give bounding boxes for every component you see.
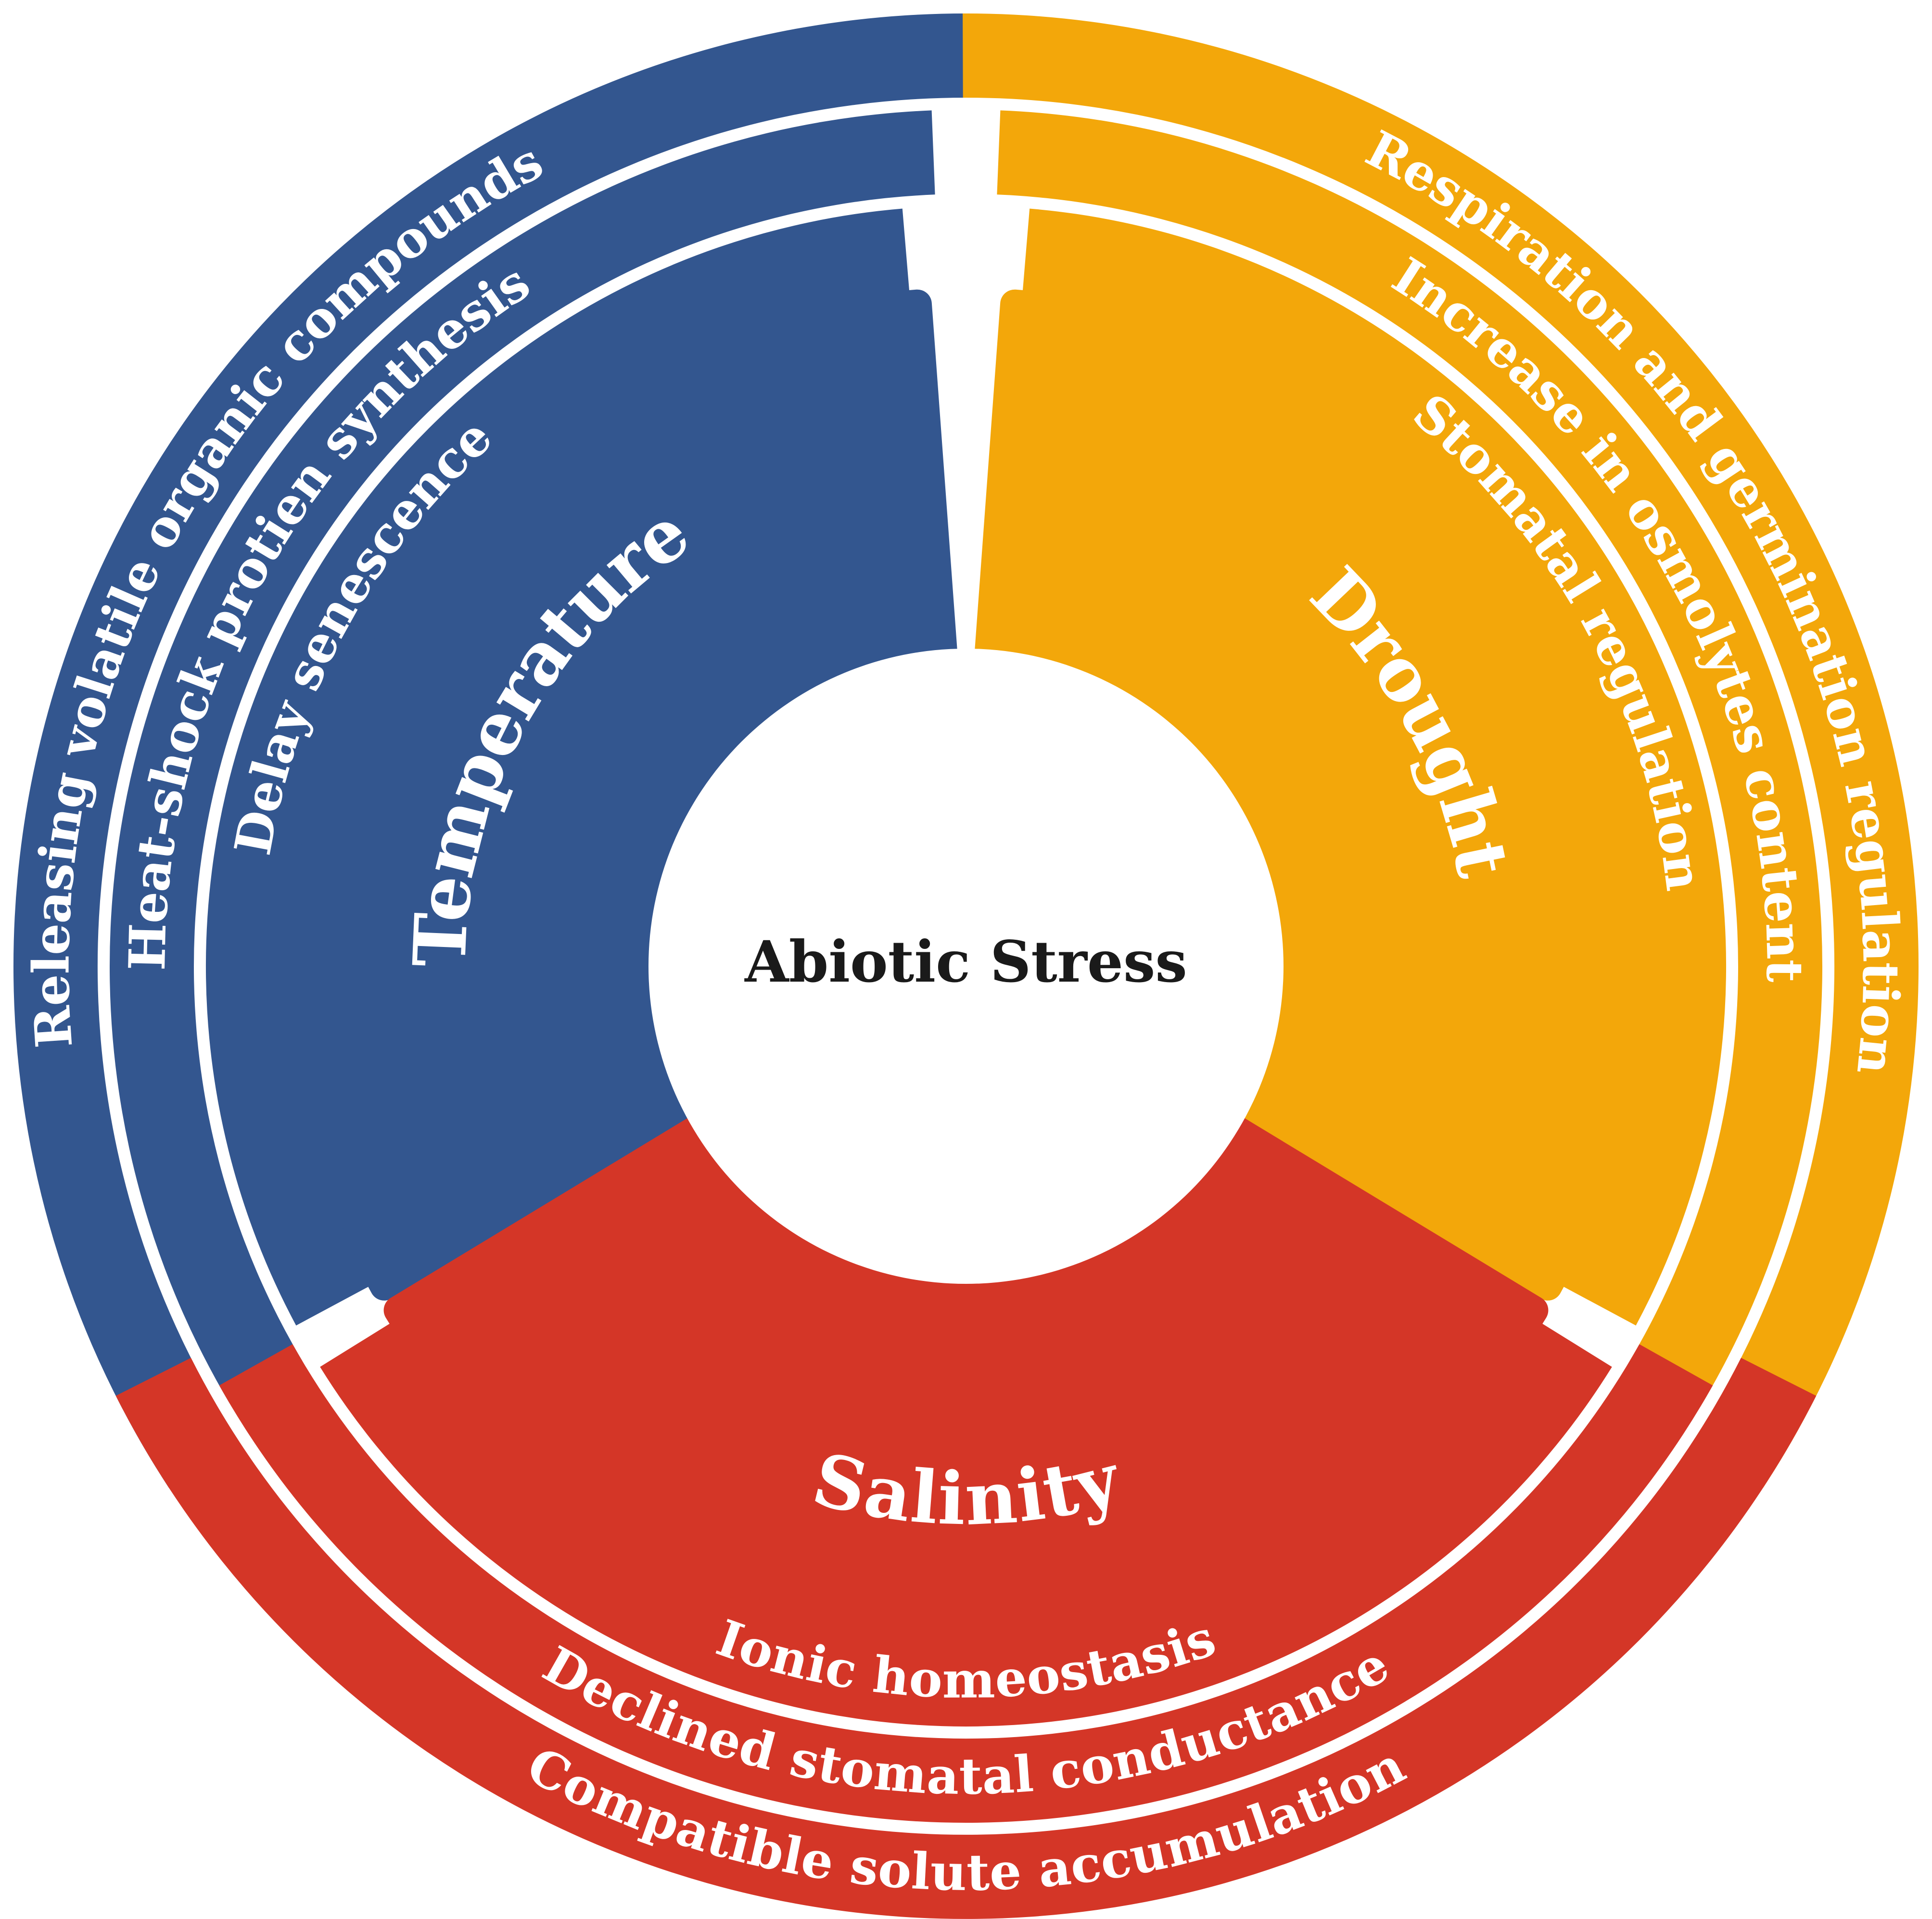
salinity-band-1 [320, 1322, 1612, 1727]
temperature-band-2 [109, 110, 935, 1404]
temperature-band-3 [13, 13, 969, 1488]
center-circle [648, 649, 1284, 1284]
salinity-band-2 [219, 1344, 1713, 1823]
temperature-band-1 [205, 208, 910, 1326]
drought-band-2 [997, 110, 1823, 1404]
drought-band-1 [1022, 208, 1727, 1326]
salinity-band-3 [115, 1357, 1817, 1919]
diagram-shapes [13, 13, 1919, 1919]
center-label: Abiotic Stress [744, 928, 1187, 995]
drought-band-3 [963, 13, 1919, 1488]
